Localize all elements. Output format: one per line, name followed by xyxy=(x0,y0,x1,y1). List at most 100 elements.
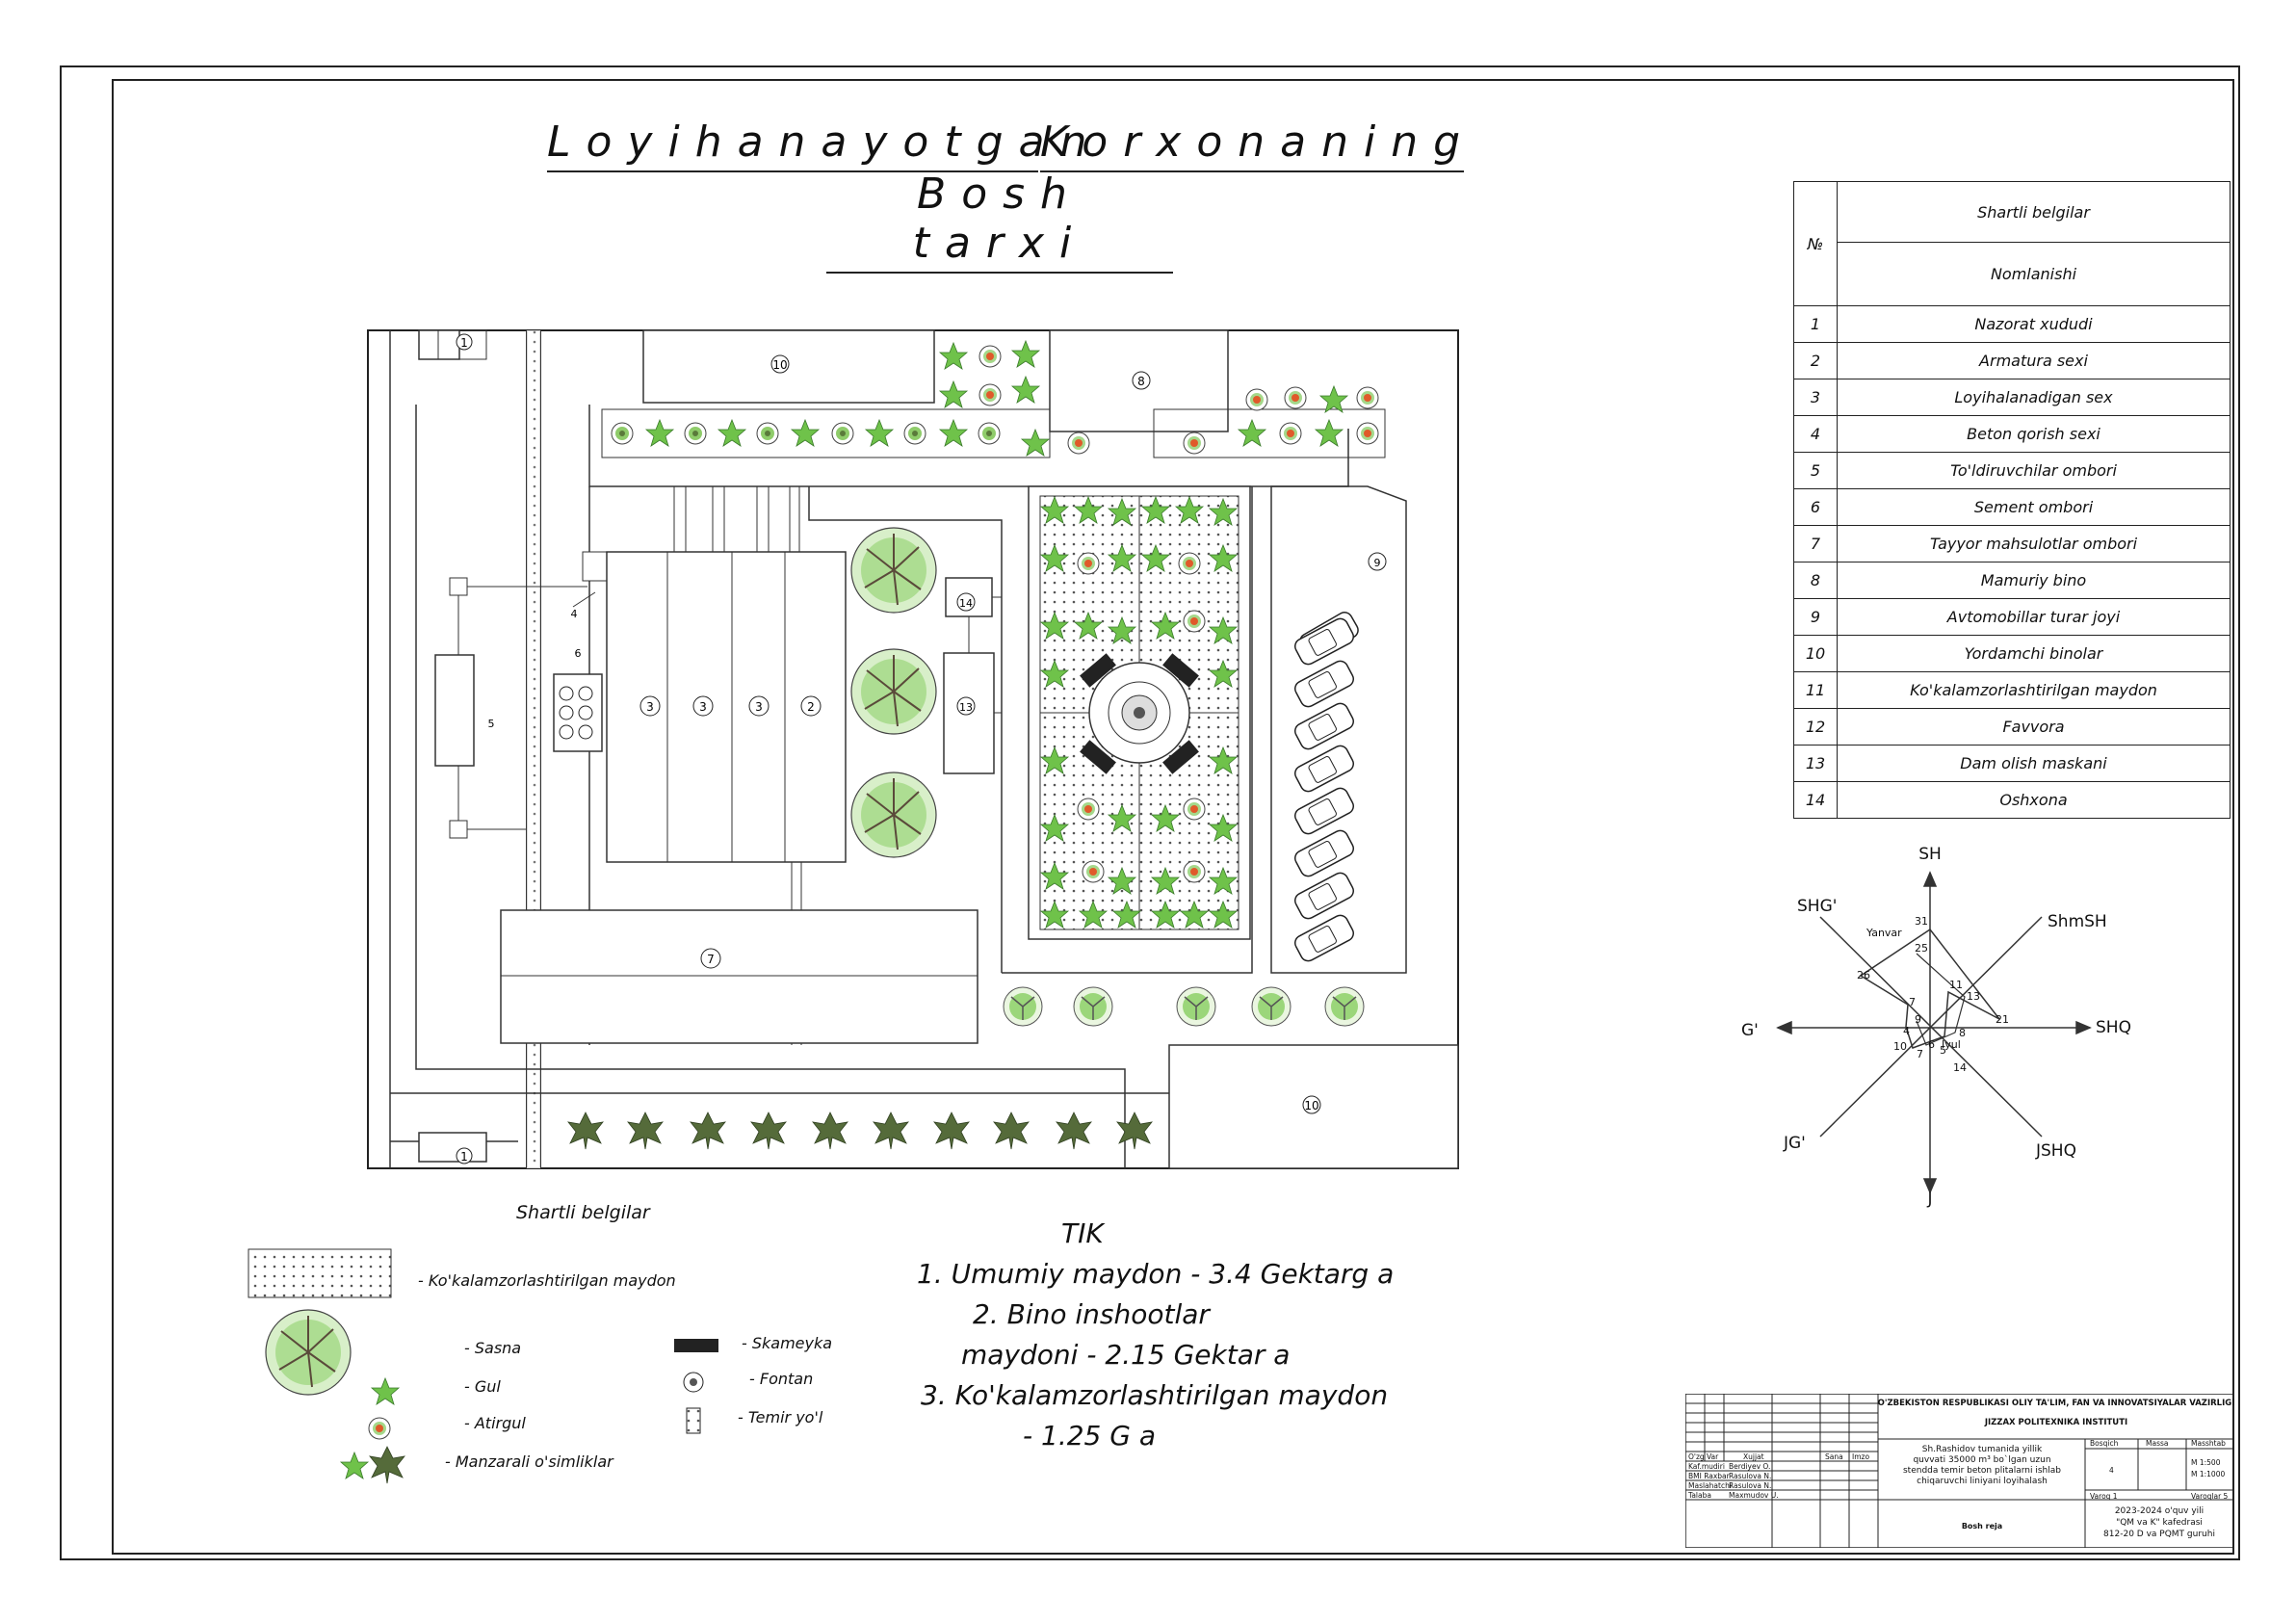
legend-row: Beton qorish sexi xyxy=(1837,415,2231,453)
legend-ornamental-icon-1 xyxy=(340,1452,369,1479)
svg-text:Berdiyev O.: Berdiyev O. xyxy=(1729,1462,1770,1471)
svg-text:Rasulova N.: Rasulova N. xyxy=(1729,1481,1771,1490)
title-line1-part2: Korxonaning xyxy=(1040,118,1464,172)
label-6: 6 xyxy=(575,647,582,660)
svg-text:Varoqlar 5: Varoqlar 5 xyxy=(2191,1492,2229,1501)
legend-header-num: № xyxy=(1793,181,1838,306)
svg-text:Sh.Rashidov tumanida yillik: Sh.Rashidov tumanida yillik xyxy=(1922,1445,2043,1454)
label-14: 14 xyxy=(959,597,973,610)
legend-row: Loyihalanadigan sex xyxy=(1837,379,2231,416)
svg-text:quvvati 35000 m³ bo`lgan uzun: quvvati 35000 m³ bo`lgan uzun xyxy=(1913,1454,2050,1465)
tik-line-5: - 1.25 G a xyxy=(1023,1420,1157,1452)
title-line2: Bosh tarxi xyxy=(826,170,1173,274)
svg-text:O'zg: O'zg xyxy=(1688,1452,1705,1461)
drawing-inner-frame xyxy=(112,79,2234,1555)
svg-text:O'ZBEKISTON RESPUBLIKASI OLIY: O'ZBEKISTON RESPUBLIKASI OLIY TA'LIM, FA… xyxy=(1878,1399,2234,1408)
svg-text:Talaba: Talaba xyxy=(1687,1491,1711,1500)
label-10-bottom: 10 xyxy=(1304,1099,1318,1112)
svg-text:Maslahatchi: Maslahatchi xyxy=(1688,1481,1732,1490)
label-13: 13 xyxy=(959,701,973,714)
svg-text:M 1:1000: M 1:1000 xyxy=(2191,1470,2225,1478)
legend-sasna: - Sasna xyxy=(464,1339,522,1357)
svg-text:31: 31 xyxy=(1915,915,1928,928)
legend-row: Mamuriy bino xyxy=(1837,562,2231,599)
svg-text:J: J xyxy=(1926,1190,1932,1209)
symbols-legend-title: Shartli belgilar xyxy=(516,1202,650,1223)
svg-text:812-20 D va PQMT guruhi: 812-20 D va PQMT guruhi xyxy=(2103,1530,2215,1539)
drawing-outer-frame xyxy=(60,65,2240,1560)
legend-row: Yordamchi binolar xyxy=(1837,635,2231,672)
legend-row: Ko'kalamzorlashtirilgan maydon xyxy=(1837,671,2231,709)
svg-text:SHG': SHG' xyxy=(1797,897,1837,916)
label-3a: 3 xyxy=(646,700,654,714)
legend-row: Sement ombori xyxy=(1837,488,2231,526)
svg-text:JG': JG' xyxy=(1783,1134,1806,1153)
legend-rose-icon xyxy=(368,1417,391,1440)
legend-gul: - Gul xyxy=(464,1377,501,1396)
svg-text:14: 14 xyxy=(1953,1061,1967,1074)
svg-text:Rasulova N.: Rasulova N. xyxy=(1729,1472,1771,1480)
label-1-top: 1 xyxy=(460,336,468,350)
ornamental-plants-row xyxy=(567,1112,1153,1150)
svg-text:stendda temir beton plitalarni: stendda temir beton plitalarni ishlab xyxy=(1903,1466,2061,1476)
legend-manzarali: - Manzarali o'simliklar xyxy=(445,1452,613,1471)
pine-tree-3 xyxy=(850,772,937,858)
legend-row: Oshxona xyxy=(1837,781,2231,819)
svg-text:JIZZAX POLITEXNIKA INSTITUTI: JIZZAX POLITEXNIKA INSTITUTI xyxy=(1984,1418,2127,1427)
svg-text:8: 8 xyxy=(1959,1027,1966,1039)
legend-bench-icon xyxy=(674,1339,718,1352)
svg-text:ShmSH: ShmSH xyxy=(2048,912,2107,931)
legend-fontan: - Fontan xyxy=(749,1370,814,1388)
tik-line-2: 2. Bino inshootlar xyxy=(973,1298,1210,1330)
svg-text:Xujjat: Xujjat xyxy=(1743,1452,1764,1461)
svg-text:Imzo: Imzo xyxy=(1852,1452,1869,1461)
svg-text:Maxmudov U.: Maxmudov U. xyxy=(1729,1491,1779,1500)
svg-text:21: 21 xyxy=(1996,1013,2009,1026)
legend-row: Dam olish maskani xyxy=(1837,745,2231,782)
legend-ornamental-icon-2 xyxy=(369,1446,405,1484)
legend-row: To'ldiruvchilar ombori xyxy=(1837,452,2231,489)
svg-text:10: 10 xyxy=(1893,1040,1907,1053)
svg-text:Bosh reja: Bosh reja xyxy=(1962,1522,2002,1530)
legend-green-area-swatch xyxy=(248,1248,392,1298)
legend-row: Favvora xyxy=(1837,708,2231,746)
svg-text:Bosqich: Bosqich xyxy=(2090,1439,2119,1448)
svg-text:Varoq 1: Varoq 1 xyxy=(2090,1492,2118,1501)
label-4: 4 xyxy=(571,608,578,620)
label-5: 5 xyxy=(488,718,495,730)
svg-text:Massa: Massa xyxy=(2146,1439,2168,1448)
svg-text:11: 11 xyxy=(1949,979,1963,991)
svg-text:BMI Raxbar: BMI Raxbar xyxy=(1688,1472,1731,1480)
label-7: 7 xyxy=(707,953,715,966)
tik-line-4: 3. Ko'kalamzorlashtirilgan maydon xyxy=(921,1379,1389,1411)
legend-header-name: Nomlanishi xyxy=(1837,242,2231,306)
legend-atirgul: - Atirgul xyxy=(464,1414,526,1432)
svg-text:Sana: Sana xyxy=(1825,1452,1843,1461)
label-8: 8 xyxy=(1137,375,1145,388)
svg-text:4: 4 xyxy=(1903,1025,1910,1037)
svg-text:7: 7 xyxy=(1917,1048,1923,1060)
title-line1-part1: Loyihanayotgan xyxy=(547,118,1086,172)
label-3c: 3 xyxy=(755,700,763,714)
svg-text:5: 5 xyxy=(1940,1044,1946,1057)
legend-flower-icon xyxy=(371,1377,400,1405)
tik-line-3: maydoni - 2.15 Gektar a xyxy=(961,1339,1291,1371)
svg-text:2023-2024 o'quv yili: 2023-2024 o'quv yili xyxy=(2115,1506,2204,1516)
svg-text:13: 13 xyxy=(1967,990,1980,1003)
legend-railway-icon xyxy=(686,1407,701,1434)
legend-row: Avtomobillar turar joyi xyxy=(1837,598,2231,636)
legend-row: Armatura sexi xyxy=(1837,342,2231,379)
legend-skameyka: - Skameyka xyxy=(742,1334,833,1352)
svg-text:JSHQ: JSHQ xyxy=(2035,1141,2076,1161)
legend-row: Nazorat xududi xyxy=(1837,305,2231,343)
label-9: 9 xyxy=(1374,557,1381,569)
svg-text:9: 9 xyxy=(1915,1013,1921,1026)
legend-temir-yol: - Temir yo'l xyxy=(738,1408,823,1426)
wind-rose-labels: SH J SHQ G' ShmSH SHG' JSHQ JG' xyxy=(1741,845,2131,1209)
svg-text:Masshtab: Masshtab xyxy=(2191,1439,2226,1448)
svg-text:SHQ: SHQ xyxy=(2096,1018,2131,1037)
svg-text:SH: SH xyxy=(1918,845,1942,864)
tik-line-1: 1. Umumiy maydon - 3.4 Gektarg a xyxy=(917,1258,1395,1290)
